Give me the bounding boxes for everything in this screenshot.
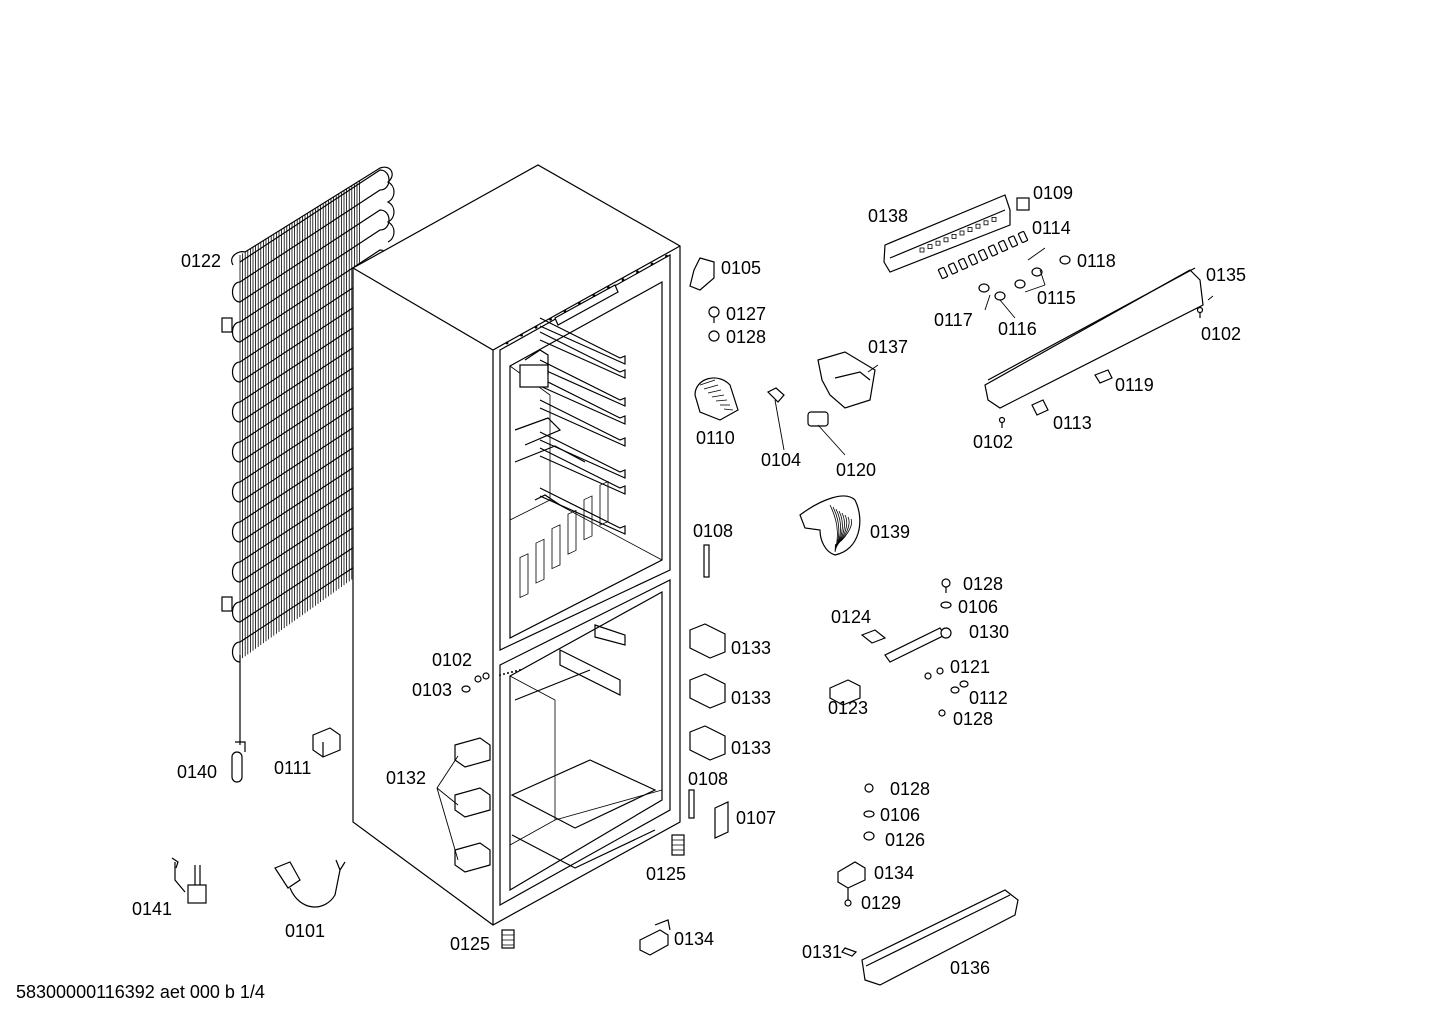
part-label: 0112 — [969, 688, 1008, 708]
part-label: 0122 — [181, 251, 221, 271]
part-label: 0125 — [450, 934, 490, 954]
part-label: 0134 — [874, 863, 914, 883]
part-label: 0115 — [1037, 288, 1076, 308]
part-label: 0106 — [958, 597, 998, 617]
part-label: 0103 — [412, 680, 452, 700]
kick-plate-parts — [837, 783, 1019, 986]
part-label: 0120 — [836, 460, 876, 480]
part-label: 0113 — [1053, 413, 1092, 433]
drawing-number: 58300000116392 aet 000 b 1/4 — [16, 982, 265, 1002]
part-label: 0108 — [688, 769, 728, 789]
part-label: 0104 — [761, 450, 801, 470]
part-label: 0109 — [1033, 183, 1073, 203]
part-label: 0110 — [696, 428, 735, 448]
part-label: 0133 — [731, 688, 771, 708]
fan-lamp-parts — [689, 257, 876, 556]
part-label: 0128 — [963, 574, 1003, 594]
part-labels: 0122 0140 0111 0141 0101 0132 0102 0103 … — [16, 183, 1246, 1002]
part-label: 0132 — [386, 768, 426, 788]
part-label: 0141 — [132, 899, 172, 919]
part-label: 0118 — [1077, 251, 1116, 271]
part-label: 0133 — [731, 738, 771, 758]
part-label: 0102 — [973, 432, 1013, 452]
part-label: 0107 — [736, 808, 776, 828]
part-label: 0138 — [868, 206, 908, 226]
part-label: 0134 — [674, 929, 714, 949]
part-label: 0114 — [1032, 218, 1071, 238]
small-parts-left — [171, 544, 729, 956]
part-label: 0126 — [885, 830, 925, 850]
part-label: 0139 — [870, 522, 910, 542]
part-label: 0124 — [831, 607, 871, 627]
part-label: 0125 — [646, 864, 686, 884]
hinge-parts — [829, 578, 969, 717]
part-label: 0119 — [1115, 375, 1154, 395]
cabinet-body — [352, 164, 681, 926]
part-label: 0136 — [950, 958, 990, 978]
control-panel-parts — [883, 194, 1204, 428]
leader-lines — [436, 247, 1214, 861]
part-label: 0135 — [1206, 265, 1246, 285]
part-label: 0137 — [868, 337, 908, 357]
part-label: 0131 — [802, 942, 842, 962]
part-label: 0133 — [731, 638, 771, 658]
part-label: 0108 — [693, 521, 733, 541]
part-label: 0121 — [950, 657, 990, 677]
part-label: 0130 — [969, 622, 1009, 642]
part-label: 0129 — [861, 893, 901, 913]
part-label: 0117 — [934, 310, 973, 330]
part-label: 0105 — [721, 258, 761, 278]
part-label: 0140 — [177, 762, 217, 782]
part-label: 0111 — [274, 758, 311, 778]
part-label: 0128 — [726, 327, 766, 347]
part-label: 0127 — [726, 304, 766, 324]
part-label: 0128 — [953, 709, 993, 729]
part-label: 0101 — [285, 921, 325, 941]
part-label: 0123 — [828, 698, 868, 718]
part-label: 0102 — [1201, 324, 1241, 344]
part-label: 0128 — [890, 779, 930, 799]
part-label: 0102 — [432, 650, 472, 670]
part-label: 0116 — [998, 319, 1037, 339]
part-label: 0106 — [880, 805, 920, 825]
